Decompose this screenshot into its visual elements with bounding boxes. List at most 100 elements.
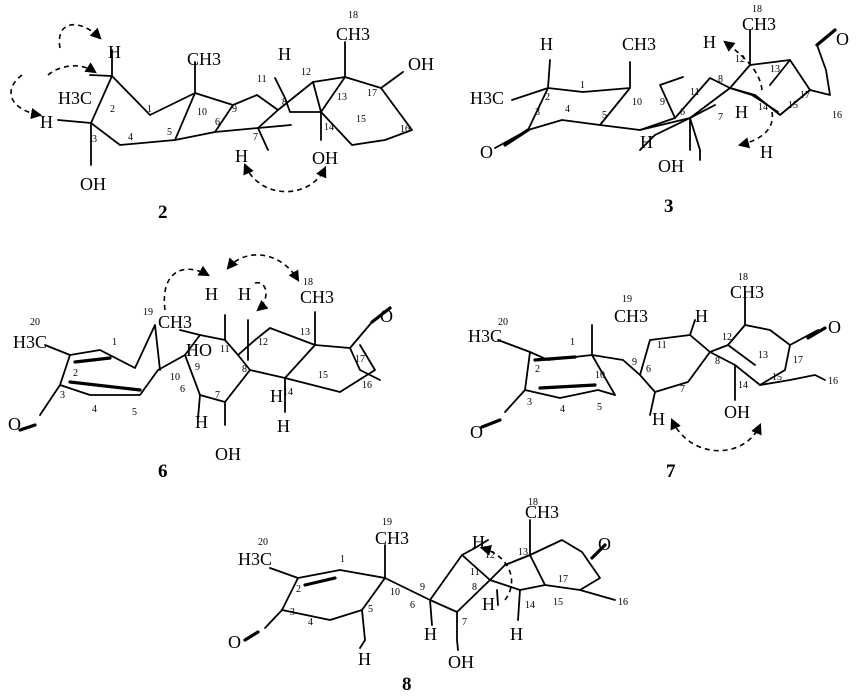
label: H [540, 34, 553, 54]
label: H [278, 44, 291, 64]
label: H [703, 32, 716, 52]
label: O [8, 414, 21, 434]
atom-number: 1 [340, 554, 345, 565]
label: OH [80, 174, 106, 194]
label: H3C [58, 88, 92, 108]
label: CH3 [336, 24, 370, 44]
label: H [270, 386, 283, 406]
atom-number: 15 [788, 100, 798, 111]
atom-number: 2 [110, 104, 115, 115]
atom-number: 7 [718, 112, 723, 123]
atom-number: 11 [257, 74, 267, 85]
label: H [40, 112, 53, 132]
compound-6-bonds [18, 306, 392, 432]
compound-id: 8 [402, 674, 412, 695]
atom-number: 2 [296, 584, 301, 595]
atom-number: 7 [462, 617, 467, 628]
label: CH3 [375, 528, 409, 548]
label: H [277, 416, 290, 436]
atom-number: 12 [485, 550, 495, 561]
compound-id: 6 [158, 461, 168, 482]
label: OH [312, 148, 338, 168]
label: H [472, 532, 485, 552]
label: H3C [468, 326, 502, 346]
atom-number: 4 [128, 132, 133, 143]
label: CH3 [525, 502, 559, 522]
atom-number: 14 [283, 387, 293, 398]
compound-3: H CH3 CH3 H3C H O O H OH H H 18 1 2 4 10… [470, 4, 849, 217]
compound-7-labels: CH3 CH3 H3C H O O OH H [468, 282, 841, 442]
atom-number: 6 [215, 117, 220, 128]
atom-number: 6 [680, 107, 685, 118]
label: H [195, 412, 208, 432]
atom-number: 9 [195, 362, 200, 373]
label: O [598, 534, 611, 554]
compound-6-labels: H H CH3 CH3 H3C HO O O H H OH H [8, 284, 393, 464]
label: O [380, 306, 393, 326]
atom-number: 16 [400, 124, 410, 135]
atom-number: 10 [390, 587, 400, 598]
label: O [836, 29, 849, 49]
atom-number: 16 [828, 376, 838, 387]
atom-number: 17 [793, 355, 803, 366]
label: CH3 [187, 49, 221, 69]
atom-number: 14 [324, 122, 334, 133]
compound-id: 3 [664, 196, 674, 217]
atom-number: 10 [170, 372, 180, 383]
atom-number: 14 [738, 380, 748, 391]
label: O [480, 142, 493, 162]
compound-6: H H CH3 CH3 H3C HO O O H H OH H 20 1 2 1… [8, 254, 393, 482]
atom-number: 12 [301, 67, 311, 78]
atom-number: 4 [308, 617, 313, 628]
compound-7: CH3 CH3 H3C H O O OH H 20 19 18 1 2 9 11… [468, 272, 841, 482]
label: H [424, 624, 437, 644]
atom-number: 9 [660, 97, 665, 108]
compound-3-noe-arrows [723, 40, 774, 149]
atom-number: 16 [362, 380, 372, 391]
atom-number: 13 [337, 92, 347, 103]
atom-number: 15 [356, 114, 366, 125]
label: H [640, 132, 653, 152]
atom-number: 19 [382, 517, 392, 528]
label: HO [186, 340, 212, 360]
atom-number: 18 [348, 10, 358, 21]
label: H3C [13, 332, 47, 352]
atom-number: 12 [735, 54, 745, 65]
atom-number: 11 [657, 340, 667, 351]
compound-6-noe-arrows [163, 254, 300, 312]
atom-number: 15 [318, 370, 328, 381]
label: CH3 [158, 312, 192, 332]
compound-8-bonds [243, 519, 616, 651]
atom-number: 1 [580, 80, 585, 91]
atom-number: 8 [282, 97, 287, 108]
compound-8-labels: CH3 CH3 H3C H O O H H OH H H [228, 502, 611, 672]
atom-number: 3 [290, 607, 295, 618]
compound-2-labels: H CH3 H3C H OH CH3 H OH OH H [40, 24, 434, 194]
atom-number: 2 [73, 368, 78, 379]
atom-number: 16 [618, 597, 628, 608]
label: H3C [238, 549, 272, 569]
atom-number: 6 [180, 384, 185, 395]
label: O [228, 632, 241, 652]
compound-2-bonds [57, 41, 413, 166]
atom-number: 8 [242, 364, 247, 375]
label: H [695, 306, 708, 326]
atom-number: 16 [832, 110, 842, 121]
atom-number: 12 [722, 332, 732, 343]
atom-number: 10 [632, 97, 642, 108]
atom-number: 9 [632, 357, 637, 368]
atom-number: 5 [167, 127, 172, 138]
atom-number: 15 [772, 372, 782, 383]
compound-3-numbers: 18 1 2 4 10 9 11 12 13 17 8 3 5 6 7 14 1… [535, 4, 842, 123]
label: H [735, 102, 748, 122]
atom-number: 17 [367, 88, 377, 99]
atom-number: 8 [472, 582, 477, 593]
label: O [828, 317, 841, 337]
atom-number: 10 [197, 107, 207, 118]
atom-number: 5 [602, 110, 607, 121]
compound-8: CH3 CH3 H3C H O O H H OH H H 18 19 20 1 … [228, 497, 628, 695]
label: OH [724, 402, 750, 422]
compound-2-numbers: 18 2 1 10 9 11 12 13 17 8 3 4 5 6 7 14 1… [92, 10, 410, 145]
label: OH [658, 156, 684, 176]
atom-number: 6 [646, 364, 651, 375]
